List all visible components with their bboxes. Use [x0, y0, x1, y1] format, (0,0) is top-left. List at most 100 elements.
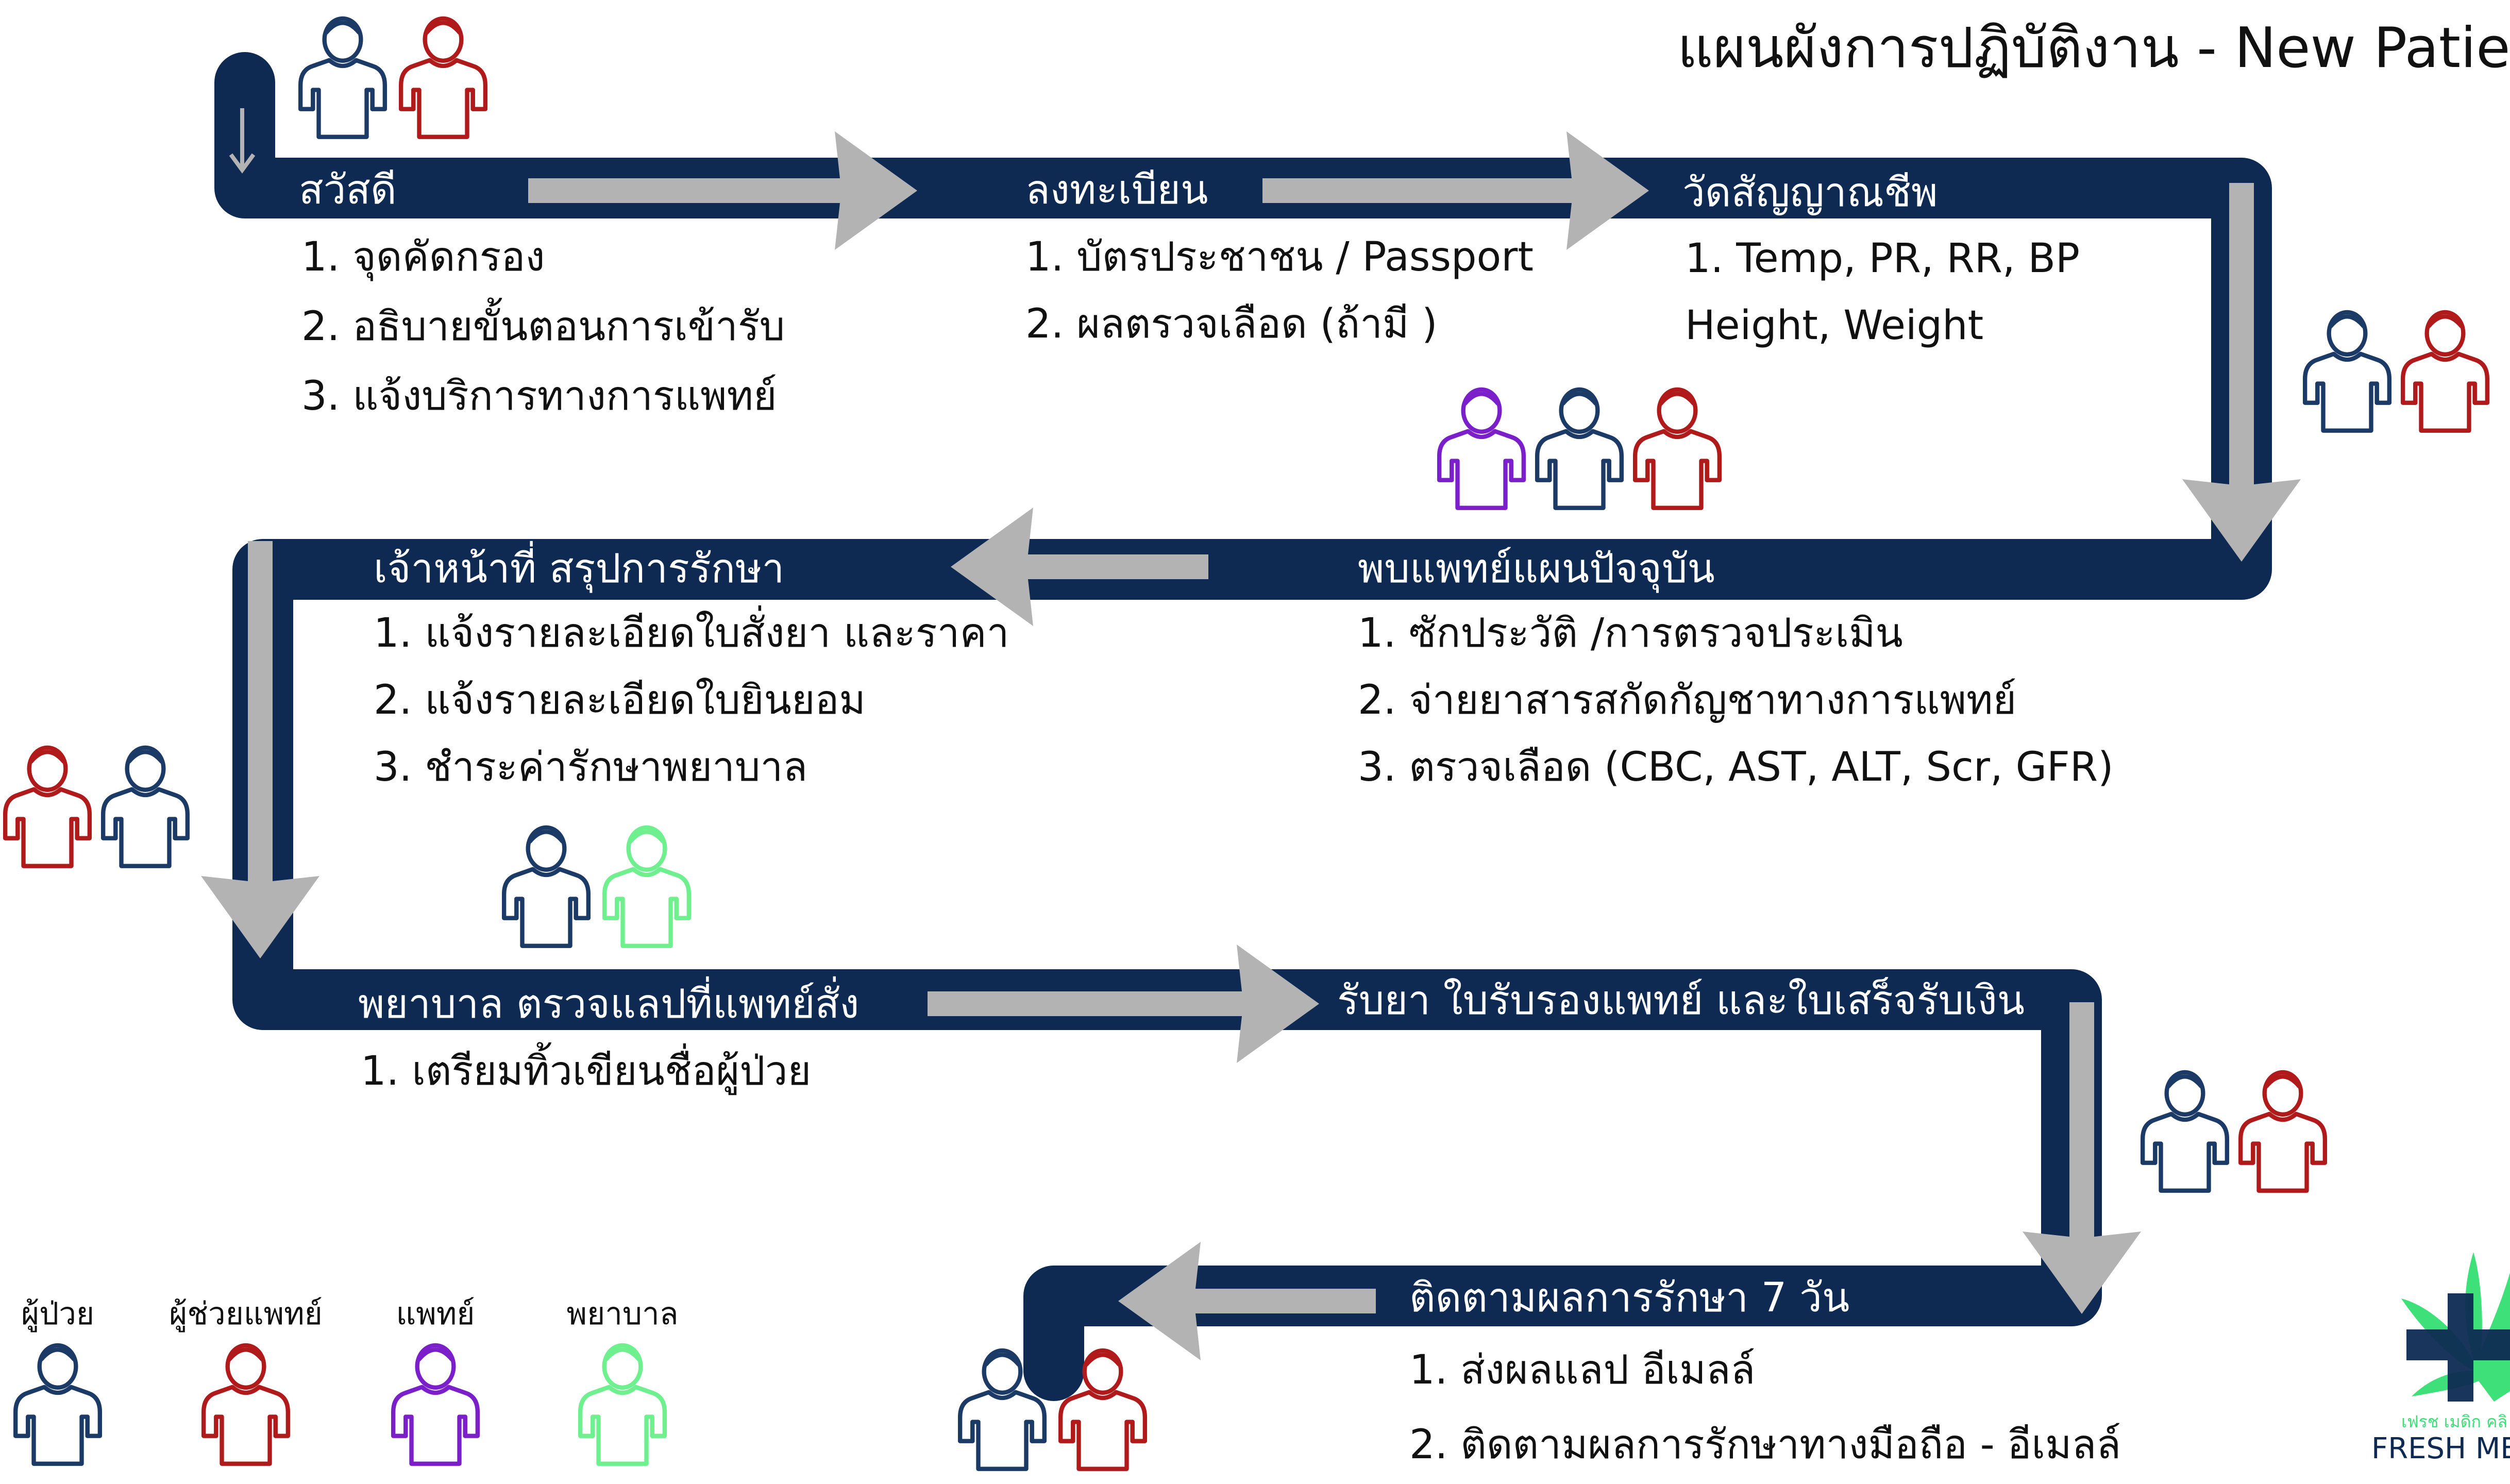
person-assistant-icon-5-1-sleeves — [2251, 1141, 2315, 1165]
step-doctor-item-3: 3. ตรวจเลือด (CBC, AST, ALT, Scr, GFR) — [1358, 744, 2114, 790]
person-doctor-icon-2-0-sleeves — [1450, 459, 1513, 482]
step-vital-signs-label: วัดสัญญาณชีพ — [1682, 170, 1938, 216]
person-patient-icon-4-0-hair — [528, 830, 565, 844]
person-assistant-icon-5-1-head — [2262, 1070, 2303, 1117]
logo-name-text: FRESH ME — [2371, 1432, 2510, 1465]
step-nurse-lab-item-1: 1. เตรียมทิ้วเขียนชื่อผู้ป่วย — [361, 1042, 811, 1095]
medical-cross-icon — [2406, 1293, 2510, 1402]
step-registration-item-2: 2. ผลตรวจเลือด (ถ้ามี ) — [1025, 301, 1438, 347]
step-registration: ลงทะเบียน 1. บัตรประชาชน / Passport 2. ผ… — [1025, 167, 1534, 347]
person-nurse-icon-4-1 — [602, 825, 692, 948]
step-registration-label: ลงทะเบียน — [1025, 167, 1208, 213]
person-assistant-icon-1-1-hair — [2427, 314, 2464, 329]
legend-assistant-icon — [201, 1343, 291, 1466]
person-doctor-icon-2-0 — [1437, 387, 1526, 510]
flow-arrows — [201, 108, 2301, 1360]
person-assistant-icon-5-1-hair — [2264, 1074, 2301, 1089]
person-assistant-icon-5-1-shirt — [2238, 1111, 2328, 1193]
person-patient-icon-6-0-hair — [984, 1353, 1021, 1367]
person-patient-icon-2-1-sleeves — [1547, 459, 1611, 482]
step-medicine-pickup-label: รับยา ใบรับรองแพทย์ และใบเสร็จรับเงิน — [1337, 977, 2025, 1024]
legend-doctor-icon-shirt — [391, 1385, 480, 1466]
arrow-vitals-down — [2182, 183, 2301, 562]
legend-label-nurse: พยาบาล — [567, 1296, 679, 1332]
legend-patient-icon-sleeves — [26, 1414, 90, 1438]
legend-doctor-icon-sleeves — [403, 1414, 467, 1438]
person-assistant-icon-1-1 — [2400, 310, 2490, 433]
person-nurse-icon-4-1-hair — [628, 830, 665, 844]
step-greeting-item-2: 2. อธิบายขั้นตอนการเข้ารับ — [301, 297, 785, 350]
person-assistant-icon-0-1-shirt — [398, 58, 488, 139]
person-patient-icon-5-0-shirt — [2140, 1111, 2230, 1193]
person-assistant-icon-6-1-head — [1082, 1348, 1123, 1395]
person-patient-icon-1-0-hair — [2329, 314, 2366, 329]
legend-nurse-icon-sleeves — [591, 1414, 654, 1438]
person-patient-icon-2-1-hair — [1561, 392, 1598, 406]
person-assistant-icon-6-1-hair — [1084, 1353, 1121, 1367]
people-icons — [3, 16, 2490, 1471]
arrow-staff-down — [201, 541, 319, 958]
legend-patient-icon-hair — [39, 1347, 76, 1362]
person-patient-icon-2-1 — [1535, 387, 1624, 510]
person-assistant-icon-3-0 — [3, 745, 92, 868]
person-patient-icon-0-0-shirt — [298, 58, 388, 139]
person-patient-icon-3-1-hair — [127, 750, 164, 764]
person-patient-icon-5-0-hair — [2166, 1074, 2203, 1089]
arrow-registration-to-vitals — [1262, 131, 1649, 250]
step-staff-summary: เจ้าหน้าที่ สรุปการรักษา 1. แจ้งรายละเอี… — [374, 541, 1009, 790]
person-assistant-icon-6-1-shirt — [1058, 1390, 1148, 1471]
legend-patient-icon-shirt — [13, 1385, 103, 1466]
person-nurse-icon-4-1-shirt — [602, 867, 692, 948]
person-patient-icon-5-0 — [2140, 1070, 2230, 1193]
legend-nurse-icon-shirt — [578, 1385, 667, 1466]
person-patient-icon-5-0-head — [2164, 1070, 2205, 1117]
person-assistant-icon-3-0-sleeves — [15, 817, 79, 840]
cannabis-leaf-icon — [2401, 1252, 2510, 1402]
step-nurse-lab: พยาบาล ตรวจแลปที่แพทย์สั่ง 1. เตรียมทิ้ว… — [358, 976, 859, 1095]
step-vital-signs-item-2: Height, Weight — [1685, 302, 1983, 349]
legend-label-patient: ผู้ป่วย — [21, 1296, 94, 1333]
step-follow-up: ติดตามผลการรักษา 7 วัน 1. ส่งผลแลป อีเมล… — [1409, 1275, 2121, 1468]
arrow-greeting-to-registration — [528, 131, 917, 250]
step-greeting-item-1: 1. จุดคัดกรอง — [301, 234, 545, 281]
person-patient-icon-0-0-head — [322, 16, 363, 63]
arrow-doctor-to-staff — [951, 508, 1208, 626]
legend-assistant-icon-head — [225, 1343, 266, 1390]
person-patient-icon-2-1-shirt — [1535, 429, 1624, 510]
person-assistant-icon-2-2 — [1632, 387, 1722, 510]
legend-doctor-icon-head — [415, 1343, 456, 1390]
person-patient-icon-6-0-head — [982, 1348, 1023, 1395]
person-assistant-icon-0-1-sleeves — [411, 88, 475, 111]
legend-assistant-icon-hair — [227, 1347, 264, 1362]
step-vital-signs: วัดสัญญาณชีพ 1. Temp, PR, RR, BP Height,… — [1682, 170, 2080, 349]
arrow-follow-up — [1118, 1242, 1376, 1360]
person-assistant-icon-0-1 — [398, 16, 488, 139]
person-assistant-icon-3-0-hair — [29, 750, 66, 764]
page-title: แผนผังการปฏิบัติงาน - New Patie — [1677, 16, 2510, 80]
person-assistant-icon-1-1-head — [2424, 310, 2466, 357]
person-patient-icon-4-0-shirt — [501, 867, 591, 948]
person-assistant-icon-1-1-sleeves — [2413, 381, 2477, 405]
person-patient-icon-3-1-shirt — [100, 787, 190, 868]
step-doctor-label: พบแพทย์แผนปัจจุบัน — [1358, 546, 1715, 593]
person-patient-icon-4-0 — [501, 825, 591, 948]
person-patient-icon-6-0-sleeves — [970, 1420, 1034, 1443]
person-patient-icon-0-0 — [298, 16, 388, 139]
person-patient-icon-1-0-shirt — [2302, 351, 2392, 433]
person-patient-icon-1-0-head — [2327, 310, 2368, 357]
person-assistant-icon-1-1-shirt — [2400, 351, 2490, 433]
legend-label-assistant: ผู้ช่วยแพทย์ — [169, 1296, 323, 1333]
step-doctor: พบแพทย์แผนปัจจุบัน 1. ซักประวัติ /การตรว… — [1358, 546, 2114, 790]
legend-patient-icon-head — [37, 1343, 78, 1390]
person-patient-icon-6-0-shirt — [957, 1390, 1047, 1471]
step-follow-up-item-1: 1. ส่งผลแลป อีเมลล์ — [1409, 1347, 1755, 1393]
arrow-nurse-to-pickup — [928, 945, 1319, 1063]
step-greeting-label: สวัสดี — [299, 167, 397, 213]
step-greeting-item-3: 3. แจ้งบริการทางการแพทย์ — [301, 373, 777, 419]
step-staff-summary-item-3: 3. ชำระค่ารักษาพยาบาล — [374, 744, 807, 790]
legend-doctor-icon-hair — [417, 1347, 454, 1362]
person-patient-icon-4-0-head — [526, 825, 567, 872]
step-nurse-lab-label: พยาบาล ตรวจแลปที่แพทย์สั่ง — [358, 976, 859, 1027]
start-arrow — [229, 153, 256, 174]
step-registration-item-1: 1. บัตรประชาชน / Passport — [1025, 234, 1534, 280]
